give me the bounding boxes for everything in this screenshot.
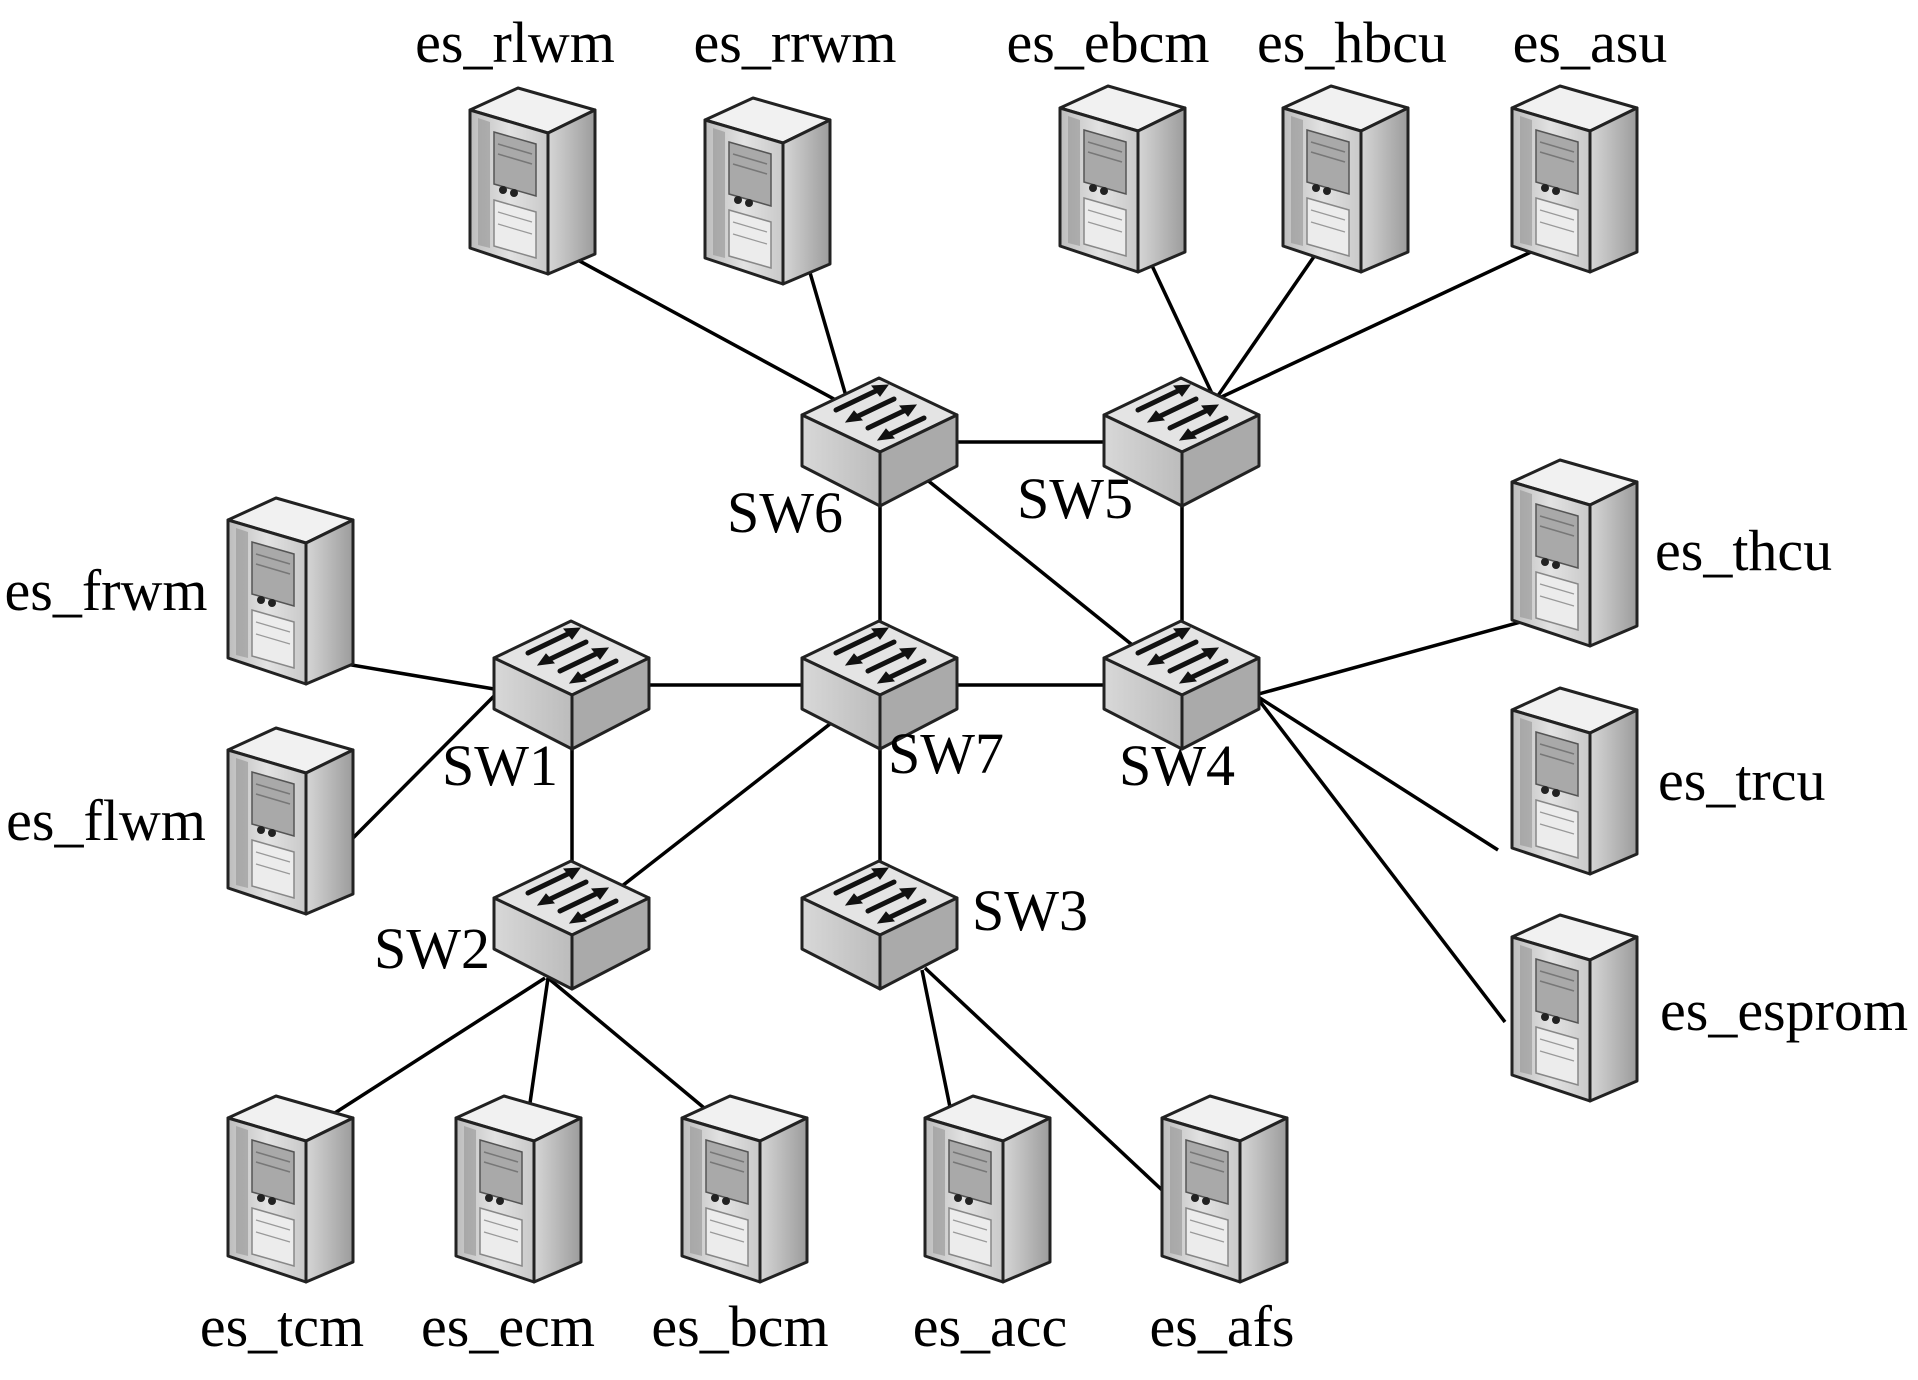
switch-label: SW5 — [1017, 466, 1133, 531]
server-icon — [923, 1094, 1052, 1284]
switch-label: SW1 — [442, 733, 558, 798]
link-es_flwm-sw1 — [351, 688, 502, 840]
server-icon — [454, 1094, 583, 1284]
server-label: es_flwm — [6, 788, 206, 853]
switch-icon — [802, 861, 957, 989]
server-label: es_rrwm — [694, 10, 897, 75]
server-icon — [226, 496, 355, 686]
server-label: es_tcm — [200, 1294, 364, 1359]
server-es-acc: es_acc — [913, 1094, 1068, 1359]
link-es_frwm-sw1 — [333, 660, 501, 692]
server-es-esprom: es_esprom — [1510, 913, 1908, 1103]
server-es-afs: es_afs — [1150, 1094, 1295, 1359]
server-es-frwm: es_frwm — [5, 496, 355, 686]
server-label: es_trcu — [1658, 748, 1826, 813]
link-es_acc-sw3 — [920, 969, 953, 1113]
server-icon — [680, 1094, 809, 1284]
link-es_esprom-sw4 — [1253, 693, 1507, 1024]
server-icon — [1510, 84, 1639, 274]
server-icon — [1510, 458, 1639, 648]
server-es-hbcu: es_hbcu — [1257, 10, 1447, 274]
switch-sw4: SW4 — [1104, 621, 1259, 798]
server-label: es_asu — [1513, 10, 1668, 75]
switch-sw2: SW2 — [374, 861, 649, 989]
server-es-thcu: es_thcu — [1510, 458, 1832, 648]
link-es_asu-sw5 — [1214, 243, 1547, 402]
server-icon — [1281, 84, 1410, 274]
server-label: es_afs — [1150, 1294, 1295, 1359]
link-es_ecm-sw2 — [527, 977, 550, 1111]
server-icon — [1058, 84, 1187, 274]
servers-layer: es_rlwm es_rrwm es_ebcm es_hbcu es_asu es_frw… — [5, 10, 1909, 1359]
server-icon — [226, 726, 355, 916]
server-es-bcm: es_bcm — [651, 1094, 829, 1359]
link-es_bcm-sw2 — [546, 976, 711, 1114]
server-label: es_ebcm — [1007, 10, 1210, 75]
server-icon — [468, 86, 597, 276]
switch-label: SW6 — [727, 480, 843, 545]
switch-sw7: SW7 — [802, 621, 1004, 786]
switch-label: SW7 — [888, 721, 1004, 786]
server-label: es_hbcu — [1257, 10, 1447, 75]
switch-label: SW3 — [972, 878, 1088, 943]
switch-sw3: SW3 — [802, 861, 1088, 989]
server-es-rrwm: es_rrwm — [694, 10, 897, 286]
link-es_hbcu-sw5 — [1213, 244, 1324, 401]
link-es_rrwm-sw6 — [802, 251, 850, 404]
server-label: es_ecm — [421, 1294, 595, 1359]
server-icon — [1510, 913, 1639, 1103]
switch-label: SW4 — [1119, 733, 1235, 798]
switch-sw6: SW6 — [727, 378, 957, 545]
link-es_afs-sw3 — [923, 966, 1164, 1192]
server-label: es_rlwm — [415, 10, 615, 75]
server-es-flwm: es_flwm — [6, 726, 355, 916]
switch-icon — [494, 861, 649, 989]
server-label: es_acc — [913, 1294, 1068, 1359]
server-es-asu: es_asu — [1510, 10, 1668, 274]
link-es_thcu-sw4 — [1254, 613, 1547, 697]
server-es-rlwm: es_rlwm — [415, 10, 615, 276]
switch-sw5: SW5 — [1017, 378, 1259, 531]
server-label: es_esprom — [1660, 978, 1908, 1043]
server-es-trcu: es_trcu — [1510, 686, 1826, 876]
link-es_tcm-sw2 — [326, 976, 546, 1120]
server-es-ebcm: es_ebcm — [1007, 10, 1210, 274]
switch-sw1: SW1 — [442, 621, 649, 798]
server-es-ecm: es_ecm — [421, 1094, 595, 1359]
switch-icon — [494, 621, 649, 749]
server-label: es_frwm — [5, 558, 208, 623]
server-es-tcm: es_tcm — [200, 1094, 364, 1359]
switch-label: SW2 — [374, 916, 490, 981]
link-es_ebcm-sw5 — [1145, 254, 1217, 401]
link-es_rlwm-sw6 — [562, 250, 846, 407]
server-icon — [1510, 686, 1639, 876]
server-icon — [226, 1094, 355, 1284]
server-label: es_bcm — [651, 1294, 828, 1359]
server-icon — [703, 96, 832, 286]
server-label: es_thcu — [1655, 518, 1832, 583]
link-es_trcu-sw4 — [1254, 693, 1499, 852]
server-icon — [1160, 1094, 1289, 1284]
